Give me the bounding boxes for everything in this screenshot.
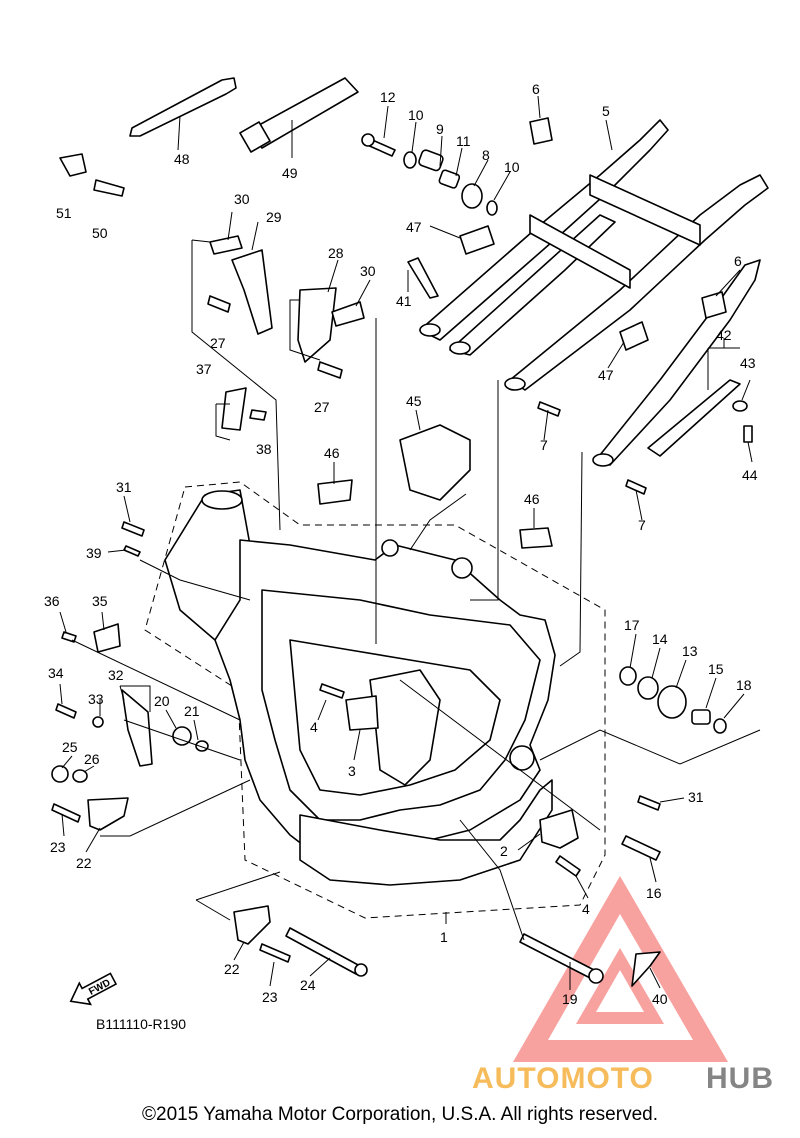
callout-26: 26 <box>84 751 100 767</box>
fwd-arrow-icon: FWD <box>69 972 118 1006</box>
callout-47-top: 47 <box>406 219 422 235</box>
callout-40: 40 <box>652 991 668 1007</box>
callout-38: 38 <box>256 441 272 457</box>
callout-6-top: 6 <box>532 81 540 97</box>
callout-5: 5 <box>602 103 610 119</box>
callout-35: 35 <box>92 593 108 609</box>
callout-1: 1 <box>440 929 448 945</box>
callout-21: 21 <box>184 703 200 719</box>
leader-lines <box>59 95 761 990</box>
callout-36: 36 <box>44 593 60 609</box>
callout-51: 51 <box>56 205 72 221</box>
callout-9: 9 <box>436 121 444 137</box>
watermark-text-main: AUTOMOTO <box>472 1062 654 1095</box>
callout-22-left: 22 <box>76 855 92 871</box>
callout-31-left: 31 <box>116 479 132 495</box>
callout-2: 2 <box>500 843 508 859</box>
callout-20: 20 <box>154 693 170 709</box>
watermark-logo <box>513 876 728 1062</box>
callout-29: 29 <box>266 209 282 225</box>
callout-28: 28 <box>328 245 344 261</box>
callout-13: 13 <box>682 643 698 659</box>
callout-22-bottom: 22 <box>224 961 240 977</box>
callout-11: 11 <box>456 133 471 149</box>
callout-45: 45 <box>406 393 422 409</box>
callout-48: 48 <box>174 151 190 167</box>
callout-27-left: 27 <box>210 335 226 351</box>
callout-24: 24 <box>300 977 316 993</box>
watermark-wordmark: AUTOMOTO HUB <box>472 1062 774 1095</box>
watermark-text-hub: HUB <box>706 1062 774 1095</box>
callout-37: 37 <box>196 361 212 377</box>
callout-27-right: 27 <box>314 399 330 415</box>
callout-14: 14 <box>652 631 668 647</box>
callout-47-bottom: 47 <box>598 367 614 383</box>
callout-23-left: 23 <box>50 839 66 855</box>
callout-50: 50 <box>92 225 108 241</box>
callout-7-bottom: 7 <box>638 517 646 533</box>
callout-7-top: 7 <box>540 437 548 453</box>
callout-3: 3 <box>348 763 356 779</box>
callout-18: 18 <box>736 677 752 693</box>
callout-10-top: 10 <box>408 107 424 123</box>
callout-4-left: 4 <box>310 719 318 735</box>
subframe <box>419 119 769 467</box>
callout-31-right: 31 <box>688 789 704 805</box>
callout-41: 41 <box>396 293 412 309</box>
callout-labels: 48 49 51 50 12 10 9 11 8 10 6 5 6 47 41 … <box>44 81 758 1007</box>
callout-6-right: 6 <box>734 253 742 269</box>
callout-23-bottom: 23 <box>262 989 278 1005</box>
callout-25: 25 <box>62 739 78 755</box>
callout-30-left: 30 <box>234 191 250 207</box>
diagram-code: B111110-R190 <box>96 1016 187 1032</box>
small-parts <box>51 77 753 987</box>
callout-12: 12 <box>380 89 396 105</box>
callout-15: 15 <box>708 661 724 677</box>
main-frame <box>164 489 556 886</box>
callout-30-right: 30 <box>360 263 376 279</box>
callout-16: 16 <box>646 885 662 901</box>
callout-39: 39 <box>86 545 102 561</box>
callout-43: 43 <box>740 355 756 371</box>
copyright-notice: ©2015 Yamaha Motor Corporation, U.S.A. A… <box>142 1104 658 1125</box>
callout-46-right: 46 <box>524 491 540 507</box>
callout-17: 17 <box>624 617 640 633</box>
callout-8: 8 <box>482 147 490 163</box>
callout-33: 33 <box>88 691 104 707</box>
callout-19: 19 <box>562 991 578 1007</box>
callout-44: 44 <box>742 467 758 483</box>
callout-42: 42 <box>716 327 732 343</box>
callout-32: 32 <box>108 667 124 683</box>
callout-10-bottom: 10 <box>504 159 520 175</box>
callout-49: 49 <box>282 165 298 181</box>
callout-46-left: 46 <box>324 445 340 461</box>
callout-4-right: 4 <box>582 901 590 917</box>
callout-34: 34 <box>48 665 64 681</box>
fwd-label: FWD <box>87 977 112 997</box>
